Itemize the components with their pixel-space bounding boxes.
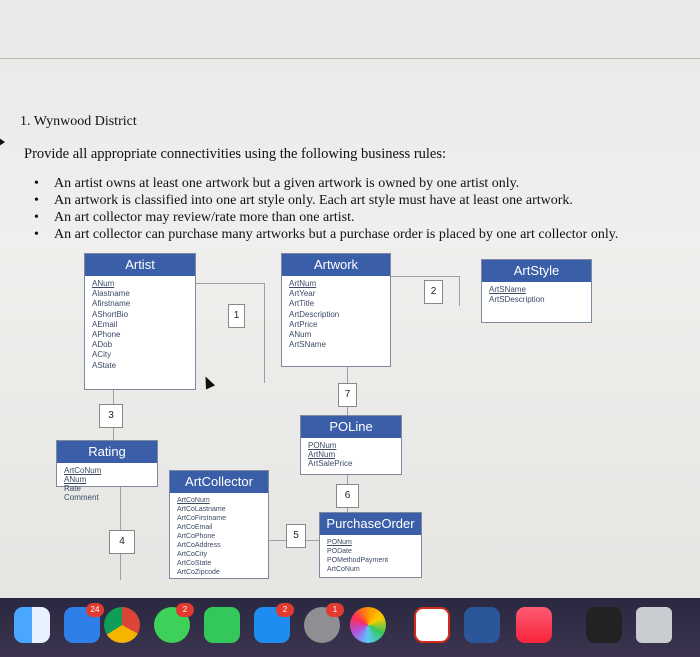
intro-text: Provide all appropriate connectivities u…: [24, 146, 447, 162]
table-artwork[interactable]: Artwork ArtNum ArtYear ArtTitle ArtDescr…: [281, 253, 391, 367]
field-name: ANum: [92, 279, 115, 288]
table-poline[interactable]: POLine PONum ArtNum ArtSalePrice: [300, 415, 402, 475]
field-name: Rate: [64, 484, 81, 493]
table-title: Artist: [85, 254, 195, 276]
table-purchaseorder[interactable]: PurchaseOrder PONum PODate POMethodPayme…: [319, 512, 422, 578]
field-name: ArtCoPhone: [177, 533, 216, 540]
rule-item: An art collector can purchase many artwo…: [34, 226, 618, 243]
notification-badge: 24: [86, 603, 104, 617]
play-arrow-icon: [0, 136, 5, 148]
field-name: PONum: [327, 539, 352, 546]
field-name: APhone: [92, 330, 121, 340]
music-icon[interactable]: [516, 607, 552, 643]
finder-icon[interactable]: [14, 607, 50, 643]
field-name: ArtCoEmail: [177, 524, 213, 531]
word-icon[interactable]: [464, 607, 500, 643]
table-title: Artwork: [282, 254, 390, 276]
field-name: ArtCoNum: [64, 466, 102, 475]
field-name: ArtNum: [289, 279, 317, 288]
table-title: POLine: [301, 416, 401, 438]
field-name: ArtPrice: [289, 319, 318, 329]
field-name: PONum: [308, 441, 337, 450]
table-rating[interactable]: Rating ArtCoNum ANum Rate Comment: [56, 440, 158, 502]
connector-number[interactable]: 3: [99, 404, 123, 428]
document-page: 1. Wynwood District Provide all appropri…: [0, 0, 700, 600]
dock: 24 2 2 1: [0, 598, 700, 657]
field-name: ArtCoNum: [327, 566, 360, 573]
field-name: AShortBio: [92, 309, 129, 319]
field-name: ArtCoState: [177, 560, 212, 567]
field-name: ACity: [92, 350, 112, 360]
field-list: ArtCoNum ANum Rate Comment: [57, 463, 157, 502]
connector-number[interactable]: 7: [338, 383, 357, 407]
appstore-icon[interactable]: 2: [254, 603, 294, 643]
field-name: PODate: [327, 548, 352, 555]
table-title: ArtStyle: [482, 260, 591, 282]
field-name: ArtNum: [308, 450, 336, 459]
field-list: PONum ArtNum ArtSalePrice: [301, 438, 401, 468]
field-name: ArtYear: [289, 289, 316, 299]
field-name: Afirstname: [92, 299, 131, 309]
notification-badge: 2: [176, 603, 194, 617]
table-artist[interactable]: Artist ANum Alastname Afirstname AShortB…: [84, 253, 196, 390]
field-name: ArtCoZipcode: [177, 569, 220, 576]
field-name: ArtCoCity: [177, 551, 207, 558]
field-name: ArtTitle: [289, 299, 315, 309]
chrome-icon[interactable]: [104, 607, 140, 643]
field-name: ArtCoAddress: [177, 542, 221, 549]
photos-icon[interactable]: [350, 607, 386, 643]
messages-icon[interactable]: 2: [154, 603, 194, 643]
mail-icon[interactable]: 24: [64, 603, 104, 643]
field-name: ArtSName: [289, 340, 326, 350]
field-name: Alastname: [92, 289, 130, 299]
field-name: ANum: [64, 475, 87, 484]
mouse-cursor-icon: [200, 374, 216, 390]
connector-number[interactable]: 2: [424, 280, 443, 304]
field-list: ArtCoNum ArtCoLastname ArtCoFirstname Ar…: [170, 493, 268, 577]
field-name: ArtSalePrice: [308, 459, 353, 468]
facetime-icon[interactable]: [204, 607, 240, 643]
settings-icon[interactable]: 1: [304, 603, 344, 643]
field-name: ArtCoNum: [177, 497, 210, 504]
recent-app-icon[interactable]: [586, 607, 622, 643]
field-name: AEmail: [92, 319, 118, 329]
field-name: ArtCoLastname: [177, 506, 226, 513]
field-list: ArtSName ArtSDescription: [482, 282, 591, 305]
field-name: ArtSDescription: [489, 295, 545, 305]
connector-number[interactable]: 1: [228, 304, 245, 328]
connector-line: [194, 283, 264, 284]
connector-number[interactable]: 4: [109, 530, 135, 554]
field-name: ArtCoFirstname: [177, 515, 227, 522]
trash-icon[interactable]: [636, 607, 672, 643]
field-name: ADob: [92, 340, 113, 350]
header-rule: [0, 58, 700, 59]
connector-number[interactable]: 6: [336, 484, 359, 508]
connector-number[interactable]: 5: [286, 524, 306, 548]
table-artstyle[interactable]: ArtStyle ArtSName ArtSDescription: [481, 259, 592, 323]
table-artcollector[interactable]: ArtCollector ArtCoNum ArtCoLastname ArtC…: [169, 470, 269, 579]
notification-badge: 1: [326, 603, 344, 617]
table-title: PurchaseOrder: [320, 513, 421, 535]
rule-item: An artist owns at least one artwork but …: [34, 175, 618, 192]
business-rules-list: An artist owns at least one artwork but …: [34, 175, 618, 243]
field-list: ANum Alastname Afirstname AShortBio AEma…: [85, 276, 195, 371]
connector-line: [459, 276, 460, 306]
field-name: ArtDescription: [289, 309, 340, 319]
field-list: PONum PODate POMethodPayment ArtCoNum: [320, 535, 421, 574]
field-name: AState: [92, 360, 117, 370]
connector-line: [389, 276, 459, 277]
acrobat-icon[interactable]: [414, 607, 450, 643]
table-title: Rating: [57, 441, 157, 463]
field-name: ArtSName: [489, 285, 526, 294]
field-name: POMethodPayment: [327, 557, 389, 564]
field-list: ArtNum ArtYear ArtTitle ArtDescription A…: [282, 276, 390, 350]
section-heading: 1. Wynwood District: [20, 114, 137, 129]
rule-item: An art collector may review/rate more th…: [34, 209, 618, 226]
connector-line: [264, 283, 265, 383]
field-name: ANum: [289, 330, 312, 340]
notification-badge: 2: [276, 603, 294, 617]
rule-item: An artwork is classified into one art st…: [34, 192, 618, 209]
field-name: Comment: [64, 493, 99, 502]
table-title: ArtCollector: [170, 471, 268, 493]
